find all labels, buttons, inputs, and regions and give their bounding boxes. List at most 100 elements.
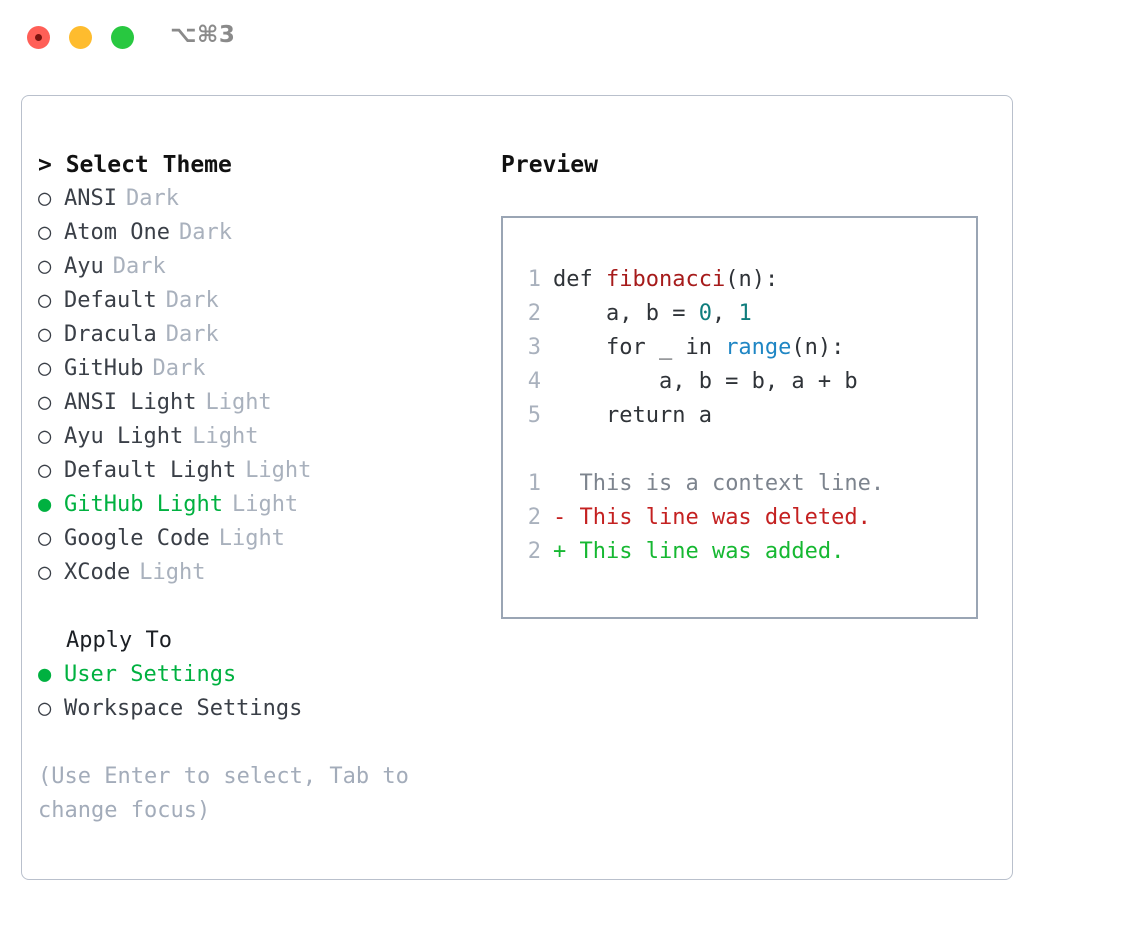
close-button[interactable]	[27, 26, 50, 49]
radio-unselected-icon[interactable]: ○	[38, 526, 52, 551]
code-token: ,	[711, 301, 739, 326]
code-token: a, b = b, a + b	[553, 369, 858, 394]
line-number: 4	[527, 369, 541, 394]
apply-to-label: User Settings	[64, 662, 237, 687]
select-theme-heading: > Select Theme	[38, 152, 232, 178]
apply-to-list[interactable]: ● User Settings ○ Workspace Settings	[38, 658, 498, 726]
theme-name: XCode	[64, 560, 131, 585]
theme-name: ANSI Light	[64, 390, 197, 415]
theme-variant-label: Light	[205, 390, 272, 415]
theme-name: GitHub Light	[64, 492, 223, 517]
diff-sample: 1 This is a context line.2- This line wa…	[517, 467, 970, 569]
theme-list-item[interactable]: ○ ANSI Dark	[38, 182, 498, 216]
diff-line-text: This is a context line.	[553, 467, 884, 501]
theme-variant-label: Dark	[165, 288, 219, 313]
diff-text: This is a context line.	[566, 471, 885, 496]
code-token: for _ in	[553, 335, 726, 360]
code-token: 0	[698, 301, 712, 326]
diff-line: 1 This is a context line.	[517, 467, 970, 501]
code-token: (n):	[725, 267, 779, 292]
code-token: return a	[553, 403, 712, 428]
apply-to-label: Workspace Settings	[64, 696, 303, 721]
radio-unselected-icon[interactable]: ○	[38, 288, 52, 313]
theme-variant-label: Dark	[165, 322, 219, 347]
theme-list-item[interactable]: ○ Google Code Light	[38, 522, 498, 556]
theme-variant-label: Dark	[178, 220, 232, 245]
theme-list-item[interactable]: ○ Default Light Light	[38, 454, 498, 488]
code-line-text: return a	[553, 399, 712, 433]
apply-to-option[interactable]: ○ Workspace Settings	[38, 692, 498, 726]
apply-to-option[interactable]: ● User Settings	[38, 658, 498, 692]
theme-list-item[interactable]: ○ Ayu Light Light	[38, 420, 498, 454]
diff-line: 2 + This line was added.	[517, 535, 970, 569]
radio-unselected-icon[interactable]: ○	[38, 254, 52, 279]
theme-list-item[interactable]: ● GitHub Light Light	[38, 488, 498, 522]
apply-to-heading: Apply To	[66, 628, 172, 653]
diff-line: 2- This line was deleted.	[517, 501, 970, 535]
theme-variant-label: Light	[231, 492, 299, 517]
radio-unselected-icon[interactable]: ○	[38, 220, 52, 245]
code-line-text: for _ in range(n):	[553, 331, 844, 365]
theme-list-item[interactable]: ○ ANSI Light Light	[38, 386, 498, 420]
line-number: 2	[527, 505, 541, 530]
line-number: 1	[527, 267, 541, 292]
minimize-button[interactable]	[69, 26, 92, 49]
radio-unselected-icon[interactable]: ○	[38, 696, 52, 721]
theme-variant-label: Light	[218, 526, 285, 551]
radio-selected-icon[interactable]: ●	[38, 492, 52, 517]
theme-variant-label: Dark	[152, 356, 206, 381]
theme-variant-label: Light	[192, 424, 259, 449]
theme-list-item[interactable]: ○ Ayu Dark	[38, 250, 498, 284]
code-token: def	[553, 267, 606, 292]
theme-name: Dracula	[64, 322, 157, 347]
line-number: 2	[527, 539, 541, 564]
theme-variant-label: Dark	[112, 254, 166, 279]
diff-text: This line was added.	[566, 539, 845, 564]
radio-unselected-icon[interactable]: ○	[38, 322, 52, 347]
title-bar: ⌥⌘3	[0, 0, 1140, 76]
radio-unselected-icon[interactable]: ○	[38, 186, 52, 211]
keyboard-shortcut-label: ⌥⌘3	[170, 22, 236, 48]
code-line-text: a, b = 0, 1	[553, 297, 752, 331]
theme-name: Google Code	[64, 526, 210, 551]
theme-variant-label: Dark	[125, 186, 179, 211]
diff-line-text: - This line was deleted.	[553, 501, 871, 535]
theme-list-item[interactable]: ○ Dracula Dark	[38, 318, 498, 352]
code-token: 1	[738, 301, 752, 326]
theme-name: Ayu Light	[64, 424, 184, 449]
keyboard-hint-text: (Use Enter to select, Tab to change focu…	[38, 764, 423, 823]
theme-name: Ayu	[64, 254, 104, 279]
theme-name: Default	[64, 288, 157, 313]
diff-text: This line was deleted.	[566, 505, 871, 530]
maximize-button[interactable]	[111, 26, 134, 49]
code-token: range	[725, 335, 792, 360]
radio-unselected-icon[interactable]: ○	[38, 356, 52, 381]
radio-selected-icon[interactable]: ●	[38, 662, 52, 687]
theme-list-item[interactable]: ○ Default Dark	[38, 284, 498, 318]
theme-name: ANSI	[64, 186, 117, 211]
radio-unselected-icon[interactable]: ○	[38, 458, 52, 483]
diff-marker: -	[553, 505, 567, 530]
code-line: 4 a, b = b, a + b	[517, 365, 970, 399]
line-number: 2	[527, 301, 541, 326]
radio-unselected-icon[interactable]: ○	[38, 390, 52, 415]
radio-unselected-icon[interactable]: ○	[38, 560, 52, 585]
code-token: (n):	[791, 335, 845, 360]
line-number: 3	[527, 335, 541, 360]
diff-marker: +	[553, 539, 567, 564]
line-number: 1	[527, 471, 541, 496]
apply-to-section: Apply To ● User Settings ○ Workspace Settin…	[38, 624, 498, 726]
radio-unselected-icon[interactable]: ○	[38, 424, 52, 449]
diff-marker	[553, 471, 566, 496]
theme-name: Default Light	[64, 458, 237, 483]
theme-variant-label: Light	[245, 458, 312, 483]
code-line: 5 return a	[517, 399, 970, 433]
